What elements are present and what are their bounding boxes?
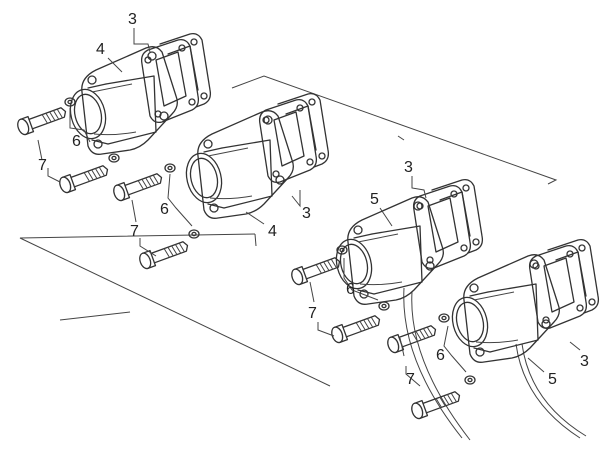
gasket-4 (528, 238, 600, 330)
gasket-3 (412, 178, 484, 270)
callout-6: 6 (346, 281, 355, 298)
gasket-2 (258, 92, 330, 184)
washer-4b (464, 375, 476, 385)
bolt-4b (409, 387, 463, 421)
callout-5: 5 (370, 191, 379, 208)
callout-7: 7 (406, 371, 415, 388)
callout-5: 5 (548, 371, 557, 388)
washer-2a (164, 163, 176, 173)
callout-3: 3 (302, 205, 311, 222)
manifold-2 (180, 110, 294, 219)
callout-3: 3 (404, 159, 413, 176)
bolt-3a (289, 253, 343, 287)
callout-3: 3 (128, 11, 137, 28)
callout-6: 6 (72, 133, 81, 150)
washer-1b (108, 153, 120, 163)
bolt-3b (329, 311, 383, 345)
bolt-2a (111, 169, 165, 203)
manifold-1 (64, 46, 178, 155)
bolt-2b (137, 237, 191, 271)
leader-lines (37, 28, 581, 387)
washer-2b (188, 229, 200, 239)
callout-4: 4 (96, 41, 105, 58)
assembly-frame-lines (19, 75, 558, 387)
callout-4: 4 (268, 223, 277, 240)
manifold-4 (446, 254, 560, 363)
bolt-1b (57, 161, 111, 195)
callout-7: 7 (38, 157, 47, 174)
callout-7: 7 (130, 223, 139, 240)
callout-7: 7 (308, 305, 317, 322)
callout-3: 3 (580, 353, 589, 370)
bolt-1a (15, 103, 69, 137)
washer-4a (438, 313, 450, 323)
callout-6: 6 (436, 347, 445, 364)
washer-3b (378, 301, 390, 311)
callout-labels: 3 4 6 7 6 3 7 4 3 5 6 7 6 7 5 3 (38, 11, 589, 388)
hose-lines (403, 287, 587, 441)
callout-6: 6 (160, 201, 169, 218)
washer-1a (64, 97, 76, 107)
